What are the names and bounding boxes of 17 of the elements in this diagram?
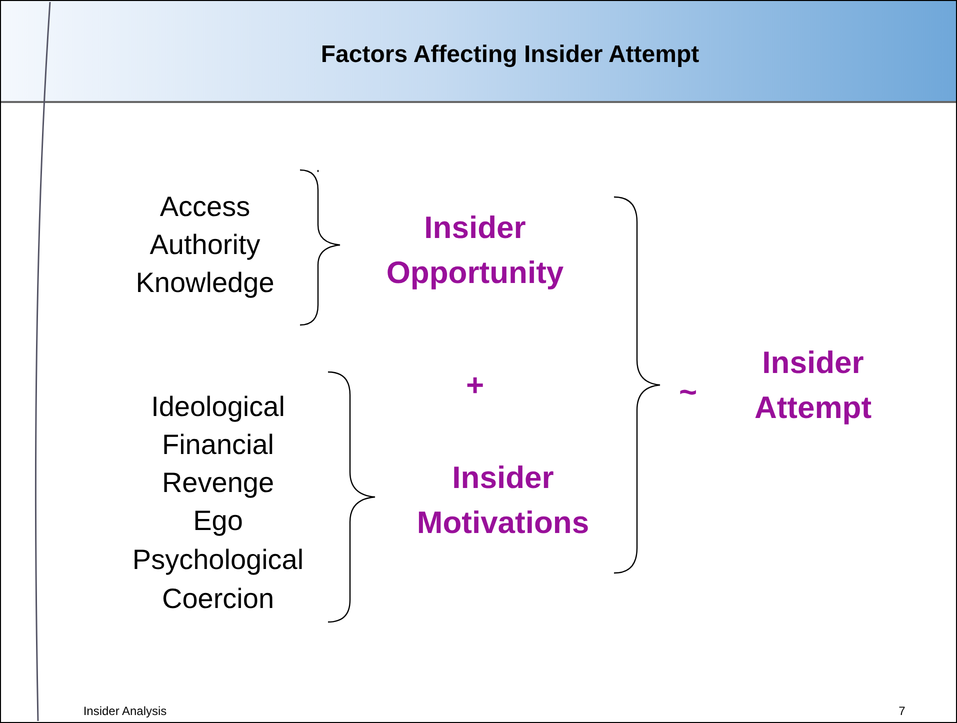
factor-item: Financial <box>162 429 274 461</box>
factor-item: Revenge <box>162 467 274 499</box>
result-heading: Insider Attempt <box>753 344 873 427</box>
factor-item: Authority <box>150 229 260 261</box>
page-number: 7 <box>898 704 906 718</box>
footer-text: Insider Analysis <box>83 704 167 718</box>
slide-title: Factors Affecting Insider Attempt <box>320 41 700 69</box>
plus-sign: + <box>466 366 484 404</box>
factor-item: Ideological <box>151 391 285 423</box>
category-heading: Insider Opportunity <box>385 209 565 292</box>
factor-item: Access <box>160 191 250 223</box>
category-heading: Insider Motivations <box>416 459 590 542</box>
factor-item: Psychological <box>132 544 304 576</box>
approx-sign: ~ <box>678 374 698 412</box>
factor-item: Knowledge <box>136 267 274 299</box>
factor-item: Coercion <box>162 583 274 615</box>
factor-item: Ego <box>193 505 243 537</box>
